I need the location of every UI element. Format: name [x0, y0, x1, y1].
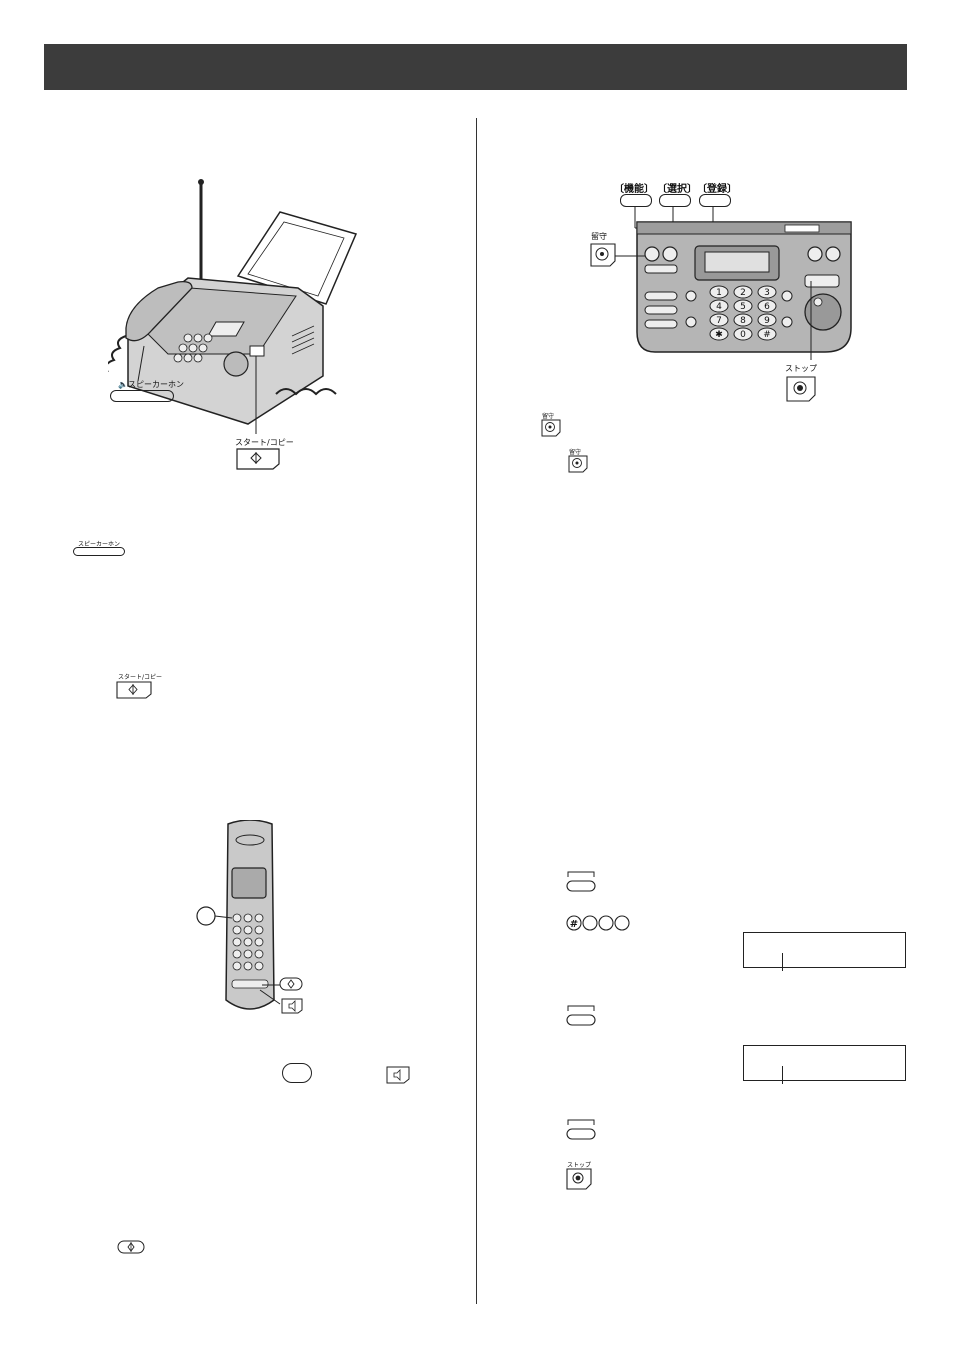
control-panel-illustration: 1 2 3 4 5 6 7 8 9 ✱ 0 # — [615, 206, 852, 360]
step-hash-keys[interactable]: # — [566, 915, 640, 931]
svg-text:8: 8 — [740, 316, 746, 326]
svg-text:#: # — [570, 919, 578, 930]
step-stop-caption: ストップ — [567, 1162, 592, 1169]
column-divider — [476, 118, 477, 1304]
stop-button[interactable] — [786, 376, 816, 402]
section-header-bar — [44, 44, 907, 90]
rusu-button[interactable] — [590, 243, 616, 267]
svg-text:9: 9 — [764, 316, 770, 326]
handset-illustration — [196, 820, 281, 1010]
answer-icon — [545, 422, 555, 432]
svg-text:0: 0 — [740, 330, 746, 340]
answer-icon — [572, 458, 582, 468]
speaker-icon — [393, 1069, 401, 1081]
inline-rusu-caption-1: 留守 — [542, 413, 555, 420]
start-diamond-icon — [287, 979, 295, 989]
svg-text:#: # — [763, 330, 771, 340]
step-function-button-3[interactable] — [566, 1118, 596, 1140]
sentaku-button[interactable] — [659, 194, 691, 207]
svg-text:2: 2 — [740, 288, 746, 298]
svg-text:6: 6 — [764, 302, 770, 312]
lcd-display-2 — [743, 1045, 906, 1081]
step-function-button-2[interactable] — [566, 1004, 596, 1026]
svg-text:1: 1 — [716, 288, 722, 298]
inline-speakerphone-caption: スピーカーホン — [78, 541, 121, 548]
kinou-button[interactable] — [620, 194, 652, 207]
speakerphone-button[interactable] — [110, 390, 174, 402]
inline-speaker-button[interactable] — [386, 1066, 410, 1084]
svg-text:4: 4 — [716, 302, 722, 312]
stop-circle-icon — [793, 381, 807, 395]
lcd-leader-1 — [782, 953, 783, 971]
svg-text:5: 5 — [740, 302, 746, 312]
svg-text:7: 7 — [716, 316, 722, 326]
inline-start-button[interactable] — [117, 1240, 145, 1254]
inline-rusu-button-1[interactable] — [541, 419, 561, 437]
step-stop-button[interactable] — [566, 1168, 592, 1190]
sentaku-label: 〔選択〕 — [657, 184, 697, 195]
inline-handset-button[interactable] — [282, 1063, 312, 1083]
speaker-icon: 🔈 — [118, 380, 128, 389]
handset-speaker-button[interactable] — [281, 998, 303, 1014]
lcd-display-1 — [743, 932, 906, 968]
svg-text:3: 3 — [764, 288, 770, 298]
start-copy-caption: スタート/コピー — [235, 438, 294, 447]
svg-text:✱: ✱ — [715, 330, 723, 340]
kinou-label: 〔機能〕 — [614, 184, 654, 195]
speakerphone-caption: 🔈スピーカーホン — [118, 380, 184, 389]
rusu-label: 留守 — [591, 232, 607, 241]
touroku-button[interactable] — [699, 194, 731, 207]
inline-start-copy-button[interactable] — [116, 681, 152, 699]
inline-speakerphone-button[interactable] — [73, 547, 125, 556]
lcd-leader-2 — [782, 1066, 783, 1084]
start-copy-button[interactable] — [236, 448, 280, 470]
inline-rusu-caption-2: 留守 — [569, 449, 582, 456]
inline-rusu-button-2[interactable] — [568, 455, 588, 473]
fax-machine-illustration — [108, 179, 358, 434]
step-function-button-1[interactable] — [566, 870, 596, 892]
inline-start-copy-caption: スタート/コピー — [118, 674, 163, 681]
stop-label: ストップ — [785, 364, 817, 373]
handset-start-button[interactable] — [279, 977, 303, 991]
answer-icon — [595, 247, 609, 261]
touroku-label: 〔登録〕 — [697, 184, 737, 195]
stop-circle-icon — [572, 1172, 584, 1184]
speaker-icon — [288, 1000, 296, 1012]
hash-key-icon — [566, 915, 582, 931]
